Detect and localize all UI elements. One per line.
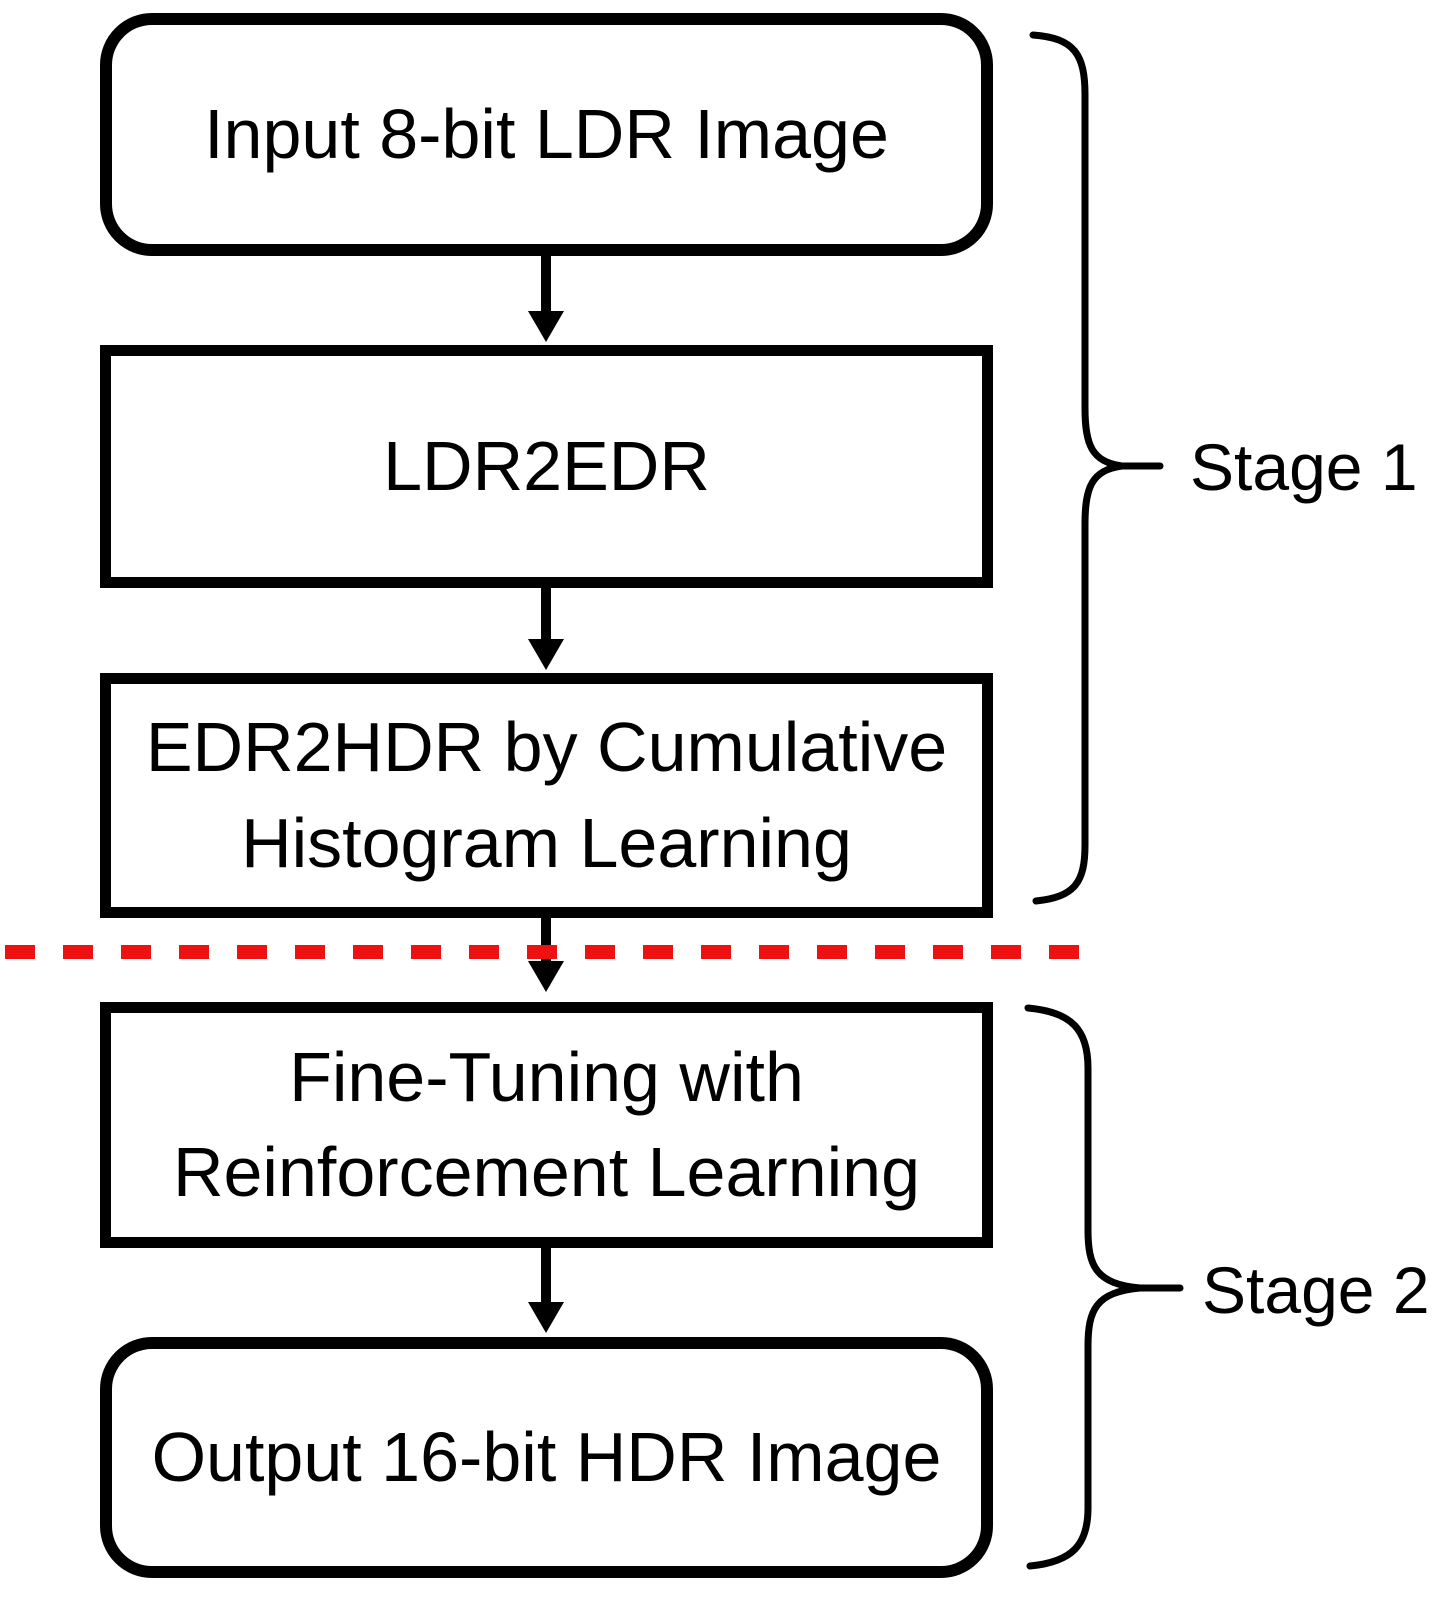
flow-box-edr2hdr-cumulative-histogram: EDR2HDR by Cumulative Histogram Learning [100, 673, 993, 918]
box-label-line: Fine-Tuning with [289, 1037, 804, 1116]
stage1-brace [1029, 31, 1164, 905]
box-label-line: Input 8-bit LDR Image [204, 94, 889, 173]
box-label-line: Histogram Learning [241, 803, 852, 882]
box-label-line: LDR2EDR [383, 426, 710, 505]
box-label-line: Output 16-bit HDR Image [151, 1417, 942, 1496]
flow-box-ldr2edr: LDR2EDR [100, 345, 993, 588]
stage2-brace [1024, 1004, 1184, 1570]
box-label-line: Reinforcement Learning [172, 1133, 921, 1211]
stage1-label: Stage 1 [1190, 430, 1418, 504]
box-label-line: EDR2HDR by Cumulative [145, 708, 948, 787]
flow-box-fine-tuning-reinforcement: Fine-Tuning with Reinforcement Learning [100, 1002, 993, 1248]
flow-arrow-4 [528, 1248, 564, 1333]
flow-arrow-2 [528, 588, 564, 670]
flow-arrow-1 [528, 256, 564, 342]
flow-arrow-3 [528, 918, 564, 992]
flow-box-output-hdr-image: Output 16-bit HDR Image [100, 1337, 993, 1578]
stage2-label: Stage 2 [1202, 1253, 1430, 1327]
flow-box-input-ldr-image: Input 8-bit LDR Image [100, 13, 993, 256]
